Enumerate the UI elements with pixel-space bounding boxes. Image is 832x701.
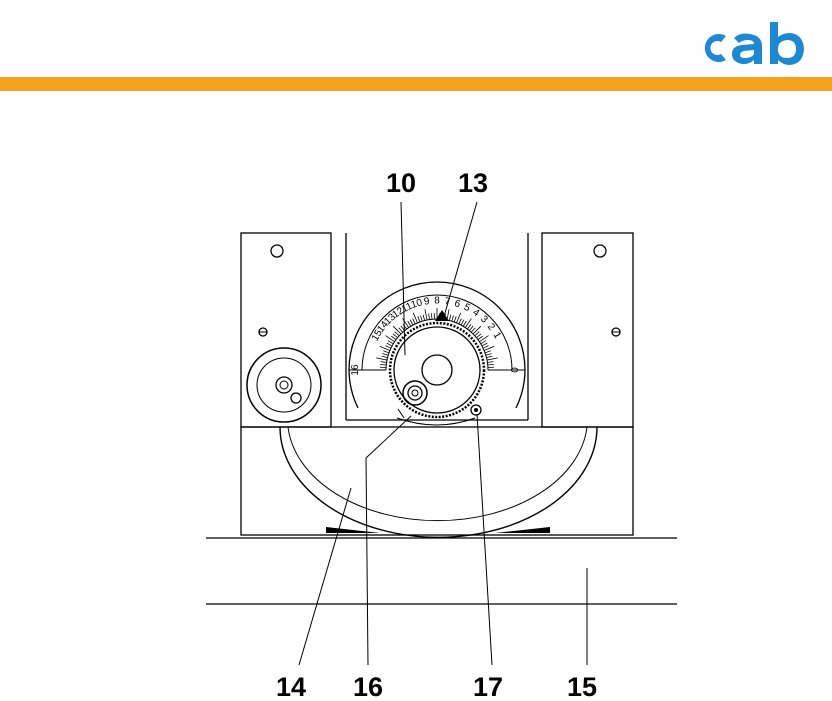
left-screw-icon [259,328,267,336]
dial-tick [449,315,450,321]
dial-tick [483,346,488,349]
dial-tick [487,358,498,360]
dial-tick [452,315,454,321]
dial-tick [429,314,430,320]
dial-tick [388,341,393,344]
dial-tick [476,334,481,338]
logo-letter-c [705,34,726,62]
dial-tick [461,320,464,325]
leader-line-16 [366,458,368,665]
wheel-lower-arc [397,418,475,425]
dial-tick [382,353,388,355]
dial-tick [403,324,407,329]
dial-tick [465,318,471,327]
dial-tick [469,326,473,331]
callout-16: 16 [353,672,383,701]
wheel-left-stop [398,409,404,418]
cab-logo [690,22,824,66]
dial-tick [383,351,389,353]
dial-tick [479,336,488,342]
mechanism-diagram: 10 13 14 16 17 15 [190,160,690,701]
dial-tick [431,313,432,319]
dial-tick [408,321,411,326]
dial-tick [418,316,420,322]
dial-scale-number: 3 [478,314,490,326]
callout-15: 15 [567,672,597,701]
dial-tick [471,328,475,332]
callout-10: 10 [386,168,416,198]
dial-tick [399,328,403,332]
dial-tick [376,358,387,360]
dial-tick [403,318,409,327]
dial-tick [423,315,424,321]
dial-tick [481,341,486,344]
dial-tick [380,364,386,365]
dial-scale-number: 8 [434,296,440,307]
dial-scale-number: 9 [423,296,431,308]
left-plate-hole [271,245,283,257]
pin-17-icon [471,405,481,415]
callout-13: 13 [458,168,488,198]
dial-tick [413,318,416,323]
dial-tick [487,362,493,363]
dial-scale-number: 6 [453,298,462,310]
logo-letter-a [732,34,762,65]
logo-letter-b [770,22,804,65]
dial-tick [381,362,387,363]
dial-tick [478,336,483,340]
dial-tick [395,332,399,336]
dial-tick [410,320,413,325]
left-knob [247,348,321,422]
callout-14: 14 [276,672,306,701]
dial-tick [385,336,394,342]
left-side-plate [241,233,331,427]
dial-scale-number: 10 [410,297,424,311]
locking-screw-icon [403,381,427,405]
dial-tick [393,326,401,334]
dial-tick [482,343,487,346]
dial-tick [475,332,479,336]
dial-tick [486,353,492,355]
roller-inner-outline [288,427,587,521]
right-plate-hole [594,245,606,257]
dial-tick [463,321,466,326]
dial-scale-number: 7 [444,296,452,308]
dial-scale-number: 2 [485,321,497,333]
dial-tick [454,316,456,322]
dial-tick [391,336,396,340]
dial-tick [382,356,388,357]
leader-line-17 [477,414,492,665]
dial-tick [420,315,422,321]
dial-scale-number: 5 [462,302,472,315]
dial-tick [467,324,471,329]
dial-right-end-label: 0 [510,367,521,373]
dial-tick [486,356,492,357]
dial-scale-number: 4 [470,307,481,319]
dial-tick [485,351,491,353]
dial-tick [459,318,462,323]
callout-17: 17 [473,672,503,701]
right-screw-icon [612,328,620,336]
dial-tick [473,326,481,334]
dial-tick [425,309,427,320]
dial-tick [387,343,392,346]
header-accent-rule [0,77,832,91]
left-roller-wedge [326,527,380,533]
leader-line-16b [366,416,411,458]
dial-tick [488,364,494,365]
dial-left-end-label: 16 [350,364,361,376]
dial-tick [393,334,398,338]
dial-tick [385,346,390,349]
dial-scale-number: 1 [490,330,503,341]
